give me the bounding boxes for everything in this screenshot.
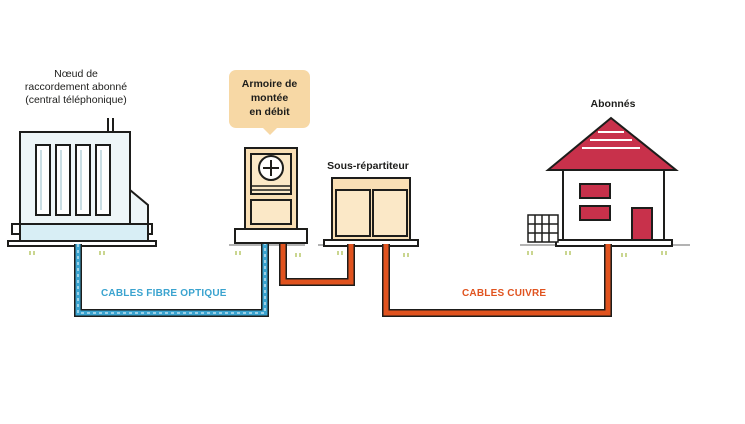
- armoire-cabinet: [234, 147, 308, 244]
- label-armoire-line1: Armoire de: [241, 78, 298, 90]
- label-noeud-line2: raccordement abonné: [24, 81, 128, 93]
- label-noeud: Nœud de raccordement abonné (central tél…: [16, 68, 136, 107]
- label-armoire-line3: en débit: [249, 106, 290, 118]
- roof-stripes: [582, 131, 640, 149]
- armoire-callout: Armoire de montée en débit: [229, 70, 310, 135]
- house: [527, 116, 679, 247]
- label-armoire-line2: montée: [250, 92, 289, 104]
- copper-cable-short: [279, 244, 355, 286]
- fiber-cable: [74, 244, 269, 317]
- grass-tufts: [29, 251, 667, 257]
- label-armoire: Armoire de montée en débit: [229, 77, 310, 119]
- label-abonnes: Abonnés: [590, 98, 636, 110]
- fence: [528, 215, 558, 242]
- central-building: [7, 118, 157, 247]
- label-noeud-line3: (central téléphonique): [25, 94, 127, 106]
- label-noeud-line1: Nœud de: [54, 68, 98, 80]
- sous-repartiteur-cabinet: [323, 177, 419, 247]
- label-cables-cuivre: CABLES CUIVRE: [462, 288, 547, 299]
- copper-cable-long: [382, 244, 612, 317]
- label-cables-fibre: CABLES FIBRE OPTIQUE: [101, 288, 227, 299]
- label-sous-repartiteur: Sous-répartiteur: [327, 160, 409, 172]
